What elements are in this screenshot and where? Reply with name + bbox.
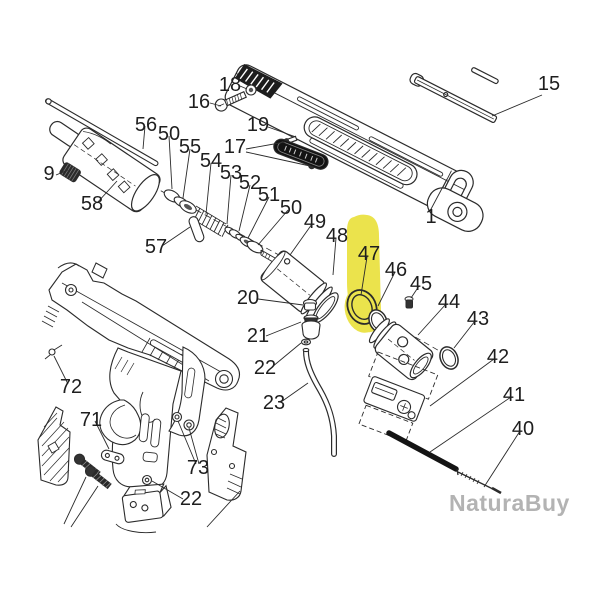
part-label-71: 71 [80,409,102,431]
part-label-48: 48 [326,225,348,247]
part-label-50: 50 [158,123,180,145]
part-label-42: 42 [487,346,509,368]
rod-40-drawing [456,468,502,495]
part-label-20: 20 [237,287,259,309]
part-label-47: 47 [358,243,380,265]
right-grip-panel-drawing [206,407,247,501]
axis-lines [151,185,449,357]
grip-screws-drawing [73,453,112,490]
part-label-15: 15 [538,73,560,95]
valve-45-drawing [404,296,414,309]
frame-assembly-drawing [37,262,247,534]
part-label-72: 72 [60,376,82,398]
knurled-nut-drawing [59,162,81,183]
part-label-54: 54 [200,150,222,172]
slide-assembly-drawing [224,64,499,232]
cylinder-44-drawing [368,318,434,381]
part-label-51: 51 [258,184,280,206]
part-label-56: 56 [135,114,157,136]
part-label-50b: 50 [280,197,302,219]
rod-41-drawing [386,430,459,472]
part-label-40: 40 [512,418,534,440]
part-label-21: 21 [247,325,269,347]
screws-and-medallion [214,84,329,170]
part-label-22: 22 [254,357,276,379]
sight-rail-drawing [409,72,498,124]
part-label-73: 73 [187,457,209,479]
sight-strip-drawing [471,67,499,85]
pin-57-drawing [188,216,205,243]
part-labels: 15 18 16 19 17 1 56 50 55 54 53 52 51 50… [43,73,560,510]
part-label-58: 58 [81,193,103,215]
part-label-52: 52 [239,172,261,194]
part-label-9: 9 [43,163,54,185]
part-label-18: 18 [219,74,241,96]
cocking-rod-drawing [45,98,159,167]
part-label-1: 1 [425,206,436,228]
part-label-45: 45 [410,273,432,295]
part-label-41: 41 [503,384,525,406]
rear-block-drawing [121,483,172,523]
part-label-43: 43 [467,308,489,330]
part-label-57: 57 [145,236,167,258]
part-label-17: 17 [224,136,246,158]
left-grip-panel-drawing [37,406,71,486]
part-label-44: 44 [438,291,460,313]
part-label-22b: 22 [180,488,202,510]
part-label-19: 19 [247,114,269,136]
part-label-23: 23 [263,392,285,414]
part-label-46: 46 [385,259,407,281]
valve-small-parts-drawing [300,298,337,457]
part-label-55: 55 [179,136,201,158]
o-ring-43-drawing [439,346,459,370]
part-label-16: 16 [188,91,210,113]
spring-stack-drawing [163,189,285,265]
leader-lines [53,85,543,528]
part-label-49: 49 [304,211,326,233]
part-label-53: 53 [220,162,242,184]
receiver-tube-drawing [49,120,161,213]
cylinder-48-drawing [260,250,339,324]
watermark: NaturaBuy [449,490,570,516]
